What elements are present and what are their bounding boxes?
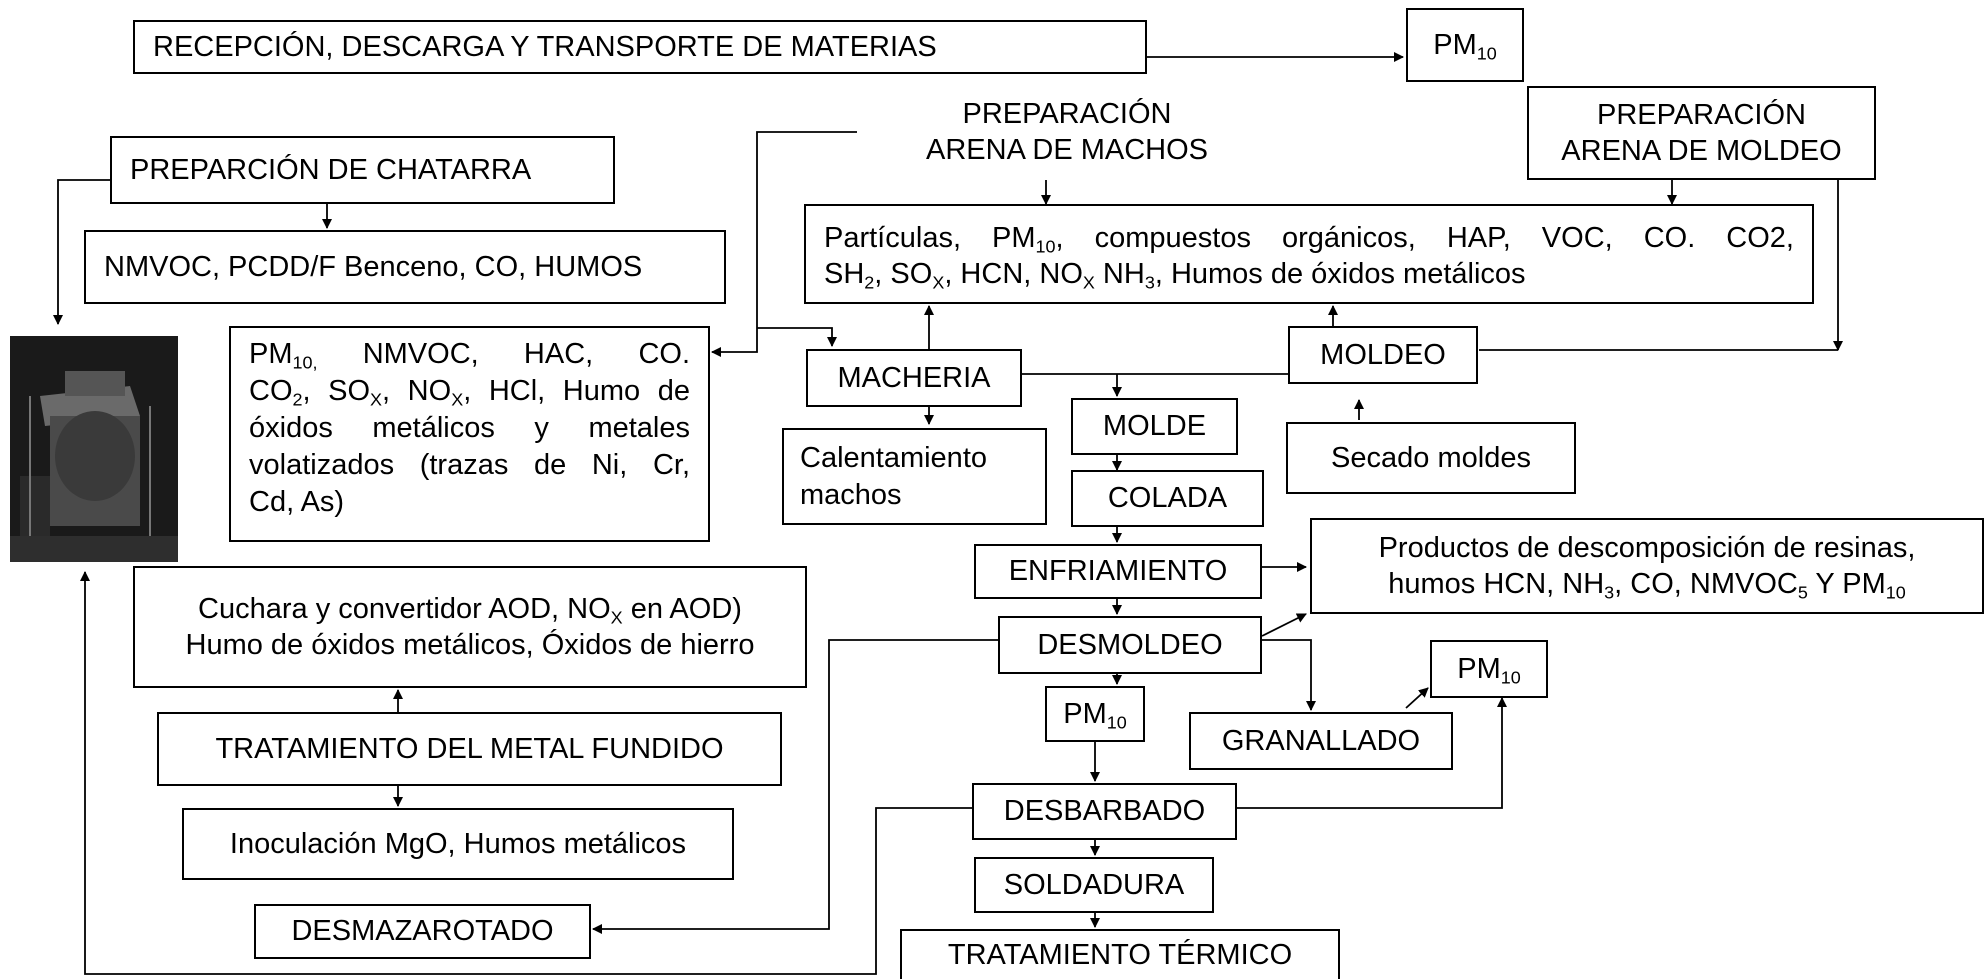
prep-arena-moldeo-line2: ARENA DE MOLDEO <box>1561 135 1842 167</box>
desmoldeo-box: DESMOLDEO <box>998 616 1262 674</box>
recepcion-box: RECEPCIÓN, DESCARGA Y TRANSPORTE DE MATE… <box>133 20 1147 74</box>
cuchara-line2: Humo de óxidos metálicos, Óxidos de hier… <box>185 629 755 661</box>
molde-label: MOLDE <box>1102 410 1207 443</box>
pm10-top-box: PM10 <box>1406 8 1524 82</box>
molde-box: MOLDE <box>1071 398 1238 455</box>
tratamiento-metal-box: TRATAMIENTO DEL METAL FUNDIDO <box>157 712 782 786</box>
tratamiento-metal-label: TRATAMIENTO DEL METAL FUNDIDO <box>215 732 724 765</box>
soldadura-box: SOLDADURA <box>974 857 1214 913</box>
secado-moldes-label: Secado moldes <box>1331 441 1531 474</box>
horno-emisiones-text: PM10, NMVOC, HAC, CO. CO2, SOX, NOX, HCl… <box>249 338 690 519</box>
enfriamiento-box: ENFRIAMIENTO <box>974 544 1262 599</box>
calentamiento-line1: Calentamiento <box>800 442 987 475</box>
productos-line1: Productos de descomposición de resinas, <box>1378 531 1916 564</box>
pm10-desmoldeo-box: PM10 <box>1045 686 1145 742</box>
furnace-photo <box>10 336 178 562</box>
productos-box: Productos de descomposición de resinas, … <box>1310 518 1984 614</box>
secado-moldes-box: Secado moldes <box>1286 422 1576 494</box>
granallado-label: GRANALLADO <box>1221 724 1421 757</box>
prep-arena-moldeo-box: PREPARACIÓN ARENA DE MOLDEO <box>1527 86 1876 180</box>
desmazarotado-label: DESMAZAROTADO <box>291 915 554 948</box>
pm10-desmoldeo-label: PM10 <box>1063 697 1127 733</box>
prep-arena-machos: PREPARACIÓN ARENA DE MACHOS <box>857 96 1277 169</box>
macheria-label: MACHERIA <box>837 361 991 394</box>
desbarbado-label: DESBARBADO <box>1003 795 1206 828</box>
pm10-top-label: PM10 <box>1433 28 1497 64</box>
moldeo-label: MOLDEO <box>1320 338 1446 371</box>
colada-box: COLADA <box>1071 470 1264 527</box>
cuchara-box: Cuchara y convertidor AOD, NOX en AOD) H… <box>133 566 807 688</box>
tratamiento-termico-box: TRATAMIENTO TÉRMICO <box>900 929 1340 979</box>
calentamiento-line2: machos <box>800 478 902 511</box>
horno-emisiones-box: PM10, NMVOC, HAC, CO. CO2, SOX, NOX, HCl… <box>229 326 710 542</box>
inoculacion-label: Inoculación MgO, Humos metálicos <box>229 827 687 860</box>
inoculacion-box: Inoculación MgO, Humos metálicos <box>182 808 734 880</box>
calentamiento-box: Calentamiento machos <box>782 428 1047 525</box>
pm10-granallado-box: PM10 <box>1430 640 1548 698</box>
tratamiento-termico-label: TRATAMIENTO TÉRMICO <box>947 938 1293 971</box>
desbarbado-box: DESBARBADO <box>972 783 1237 840</box>
prep-chatarra-box: PREPARCIÓN DE CHATARRA <box>110 136 615 204</box>
chatarra-emisiones-box: NMVOC, PCDD/F Benceno, CO, HUMOS <box>84 230 726 304</box>
desmoldeo-label: DESMOLDEO <box>1037 628 1223 661</box>
prep-arena-moldeo-line1: PREPARACIÓN <box>1597 98 1806 131</box>
colada-label: COLADA <box>1107 482 1228 515</box>
prep-chatarra-label: PREPARCIÓN DE CHATARRA <box>130 153 532 186</box>
pm10-granallado-label: PM10 <box>1457 652 1521 688</box>
enfriamiento-label: ENFRIAMIENTO <box>1008 555 1228 588</box>
chatarra-emisiones-label: NMVOC, PCDD/F Benceno, CO, HUMOS <box>104 250 643 283</box>
particulas-text: Partículas, PM10, compuestos orgánicos, … <box>824 222 1794 293</box>
macheria-box: MACHERIA <box>806 349 1022 407</box>
moldeo-box: MOLDEO <box>1288 326 1478 384</box>
soldadura-label: SOLDADURA <box>1003 868 1185 901</box>
prep-arena-machos-line1: PREPARACIÓN <box>962 98 1172 130</box>
particulas-box: Partículas, PM10, compuestos orgánicos, … <box>804 204 1814 304</box>
recepcion-label: RECEPCIÓN, DESCARGA Y TRANSPORTE DE MATE… <box>153 30 937 63</box>
prep-arena-machos-line2: ARENA DE MACHOS <box>926 134 1208 167</box>
cuchara-line1: Cuchara y convertidor AOD, NOX en AOD) <box>198 592 742 628</box>
productos-line2: humos HCN, NH3, CO, NMVOC5 Y PM10 <box>1388 568 1906 603</box>
desmazarotado-box: DESMAZAROTADO <box>254 904 591 959</box>
granallado-box: GRANALLADO <box>1189 712 1453 770</box>
